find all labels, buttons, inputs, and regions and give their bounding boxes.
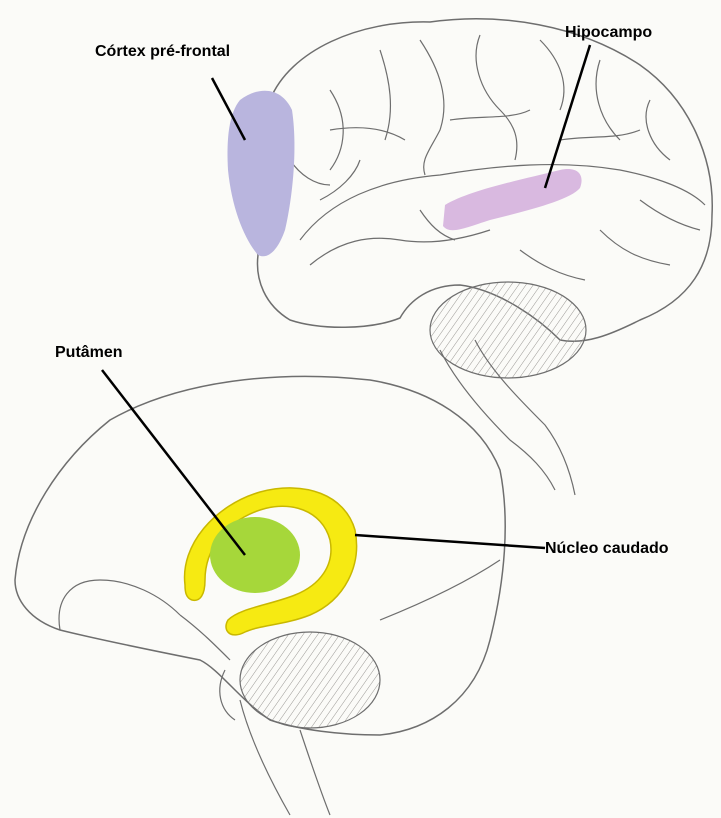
caudate-leader-line: [355, 535, 545, 548]
putamen-leader-line: [102, 370, 245, 555]
putamen-label: Putâmen: [55, 345, 123, 361]
prefrontal-cortex-region: [228, 91, 295, 257]
lateral-brain-view: [228, 19, 713, 495]
lateral-sulci: [290, 35, 705, 280]
hippocampus-leader-line: [545, 45, 590, 188]
caudate-nucleus-label: Núcleo caudado: [545, 541, 669, 557]
lateral-cerebellum: [430, 282, 586, 378]
medial-cerebellum: [240, 632, 380, 728]
hippocampus-region: [443, 169, 582, 230]
medial-brain-view: [15, 376, 505, 815]
prefrontal-cortex-label: Córtex pré-frontal: [95, 44, 230, 60]
hippocampus-label: Hipocampo: [565, 25, 652, 41]
